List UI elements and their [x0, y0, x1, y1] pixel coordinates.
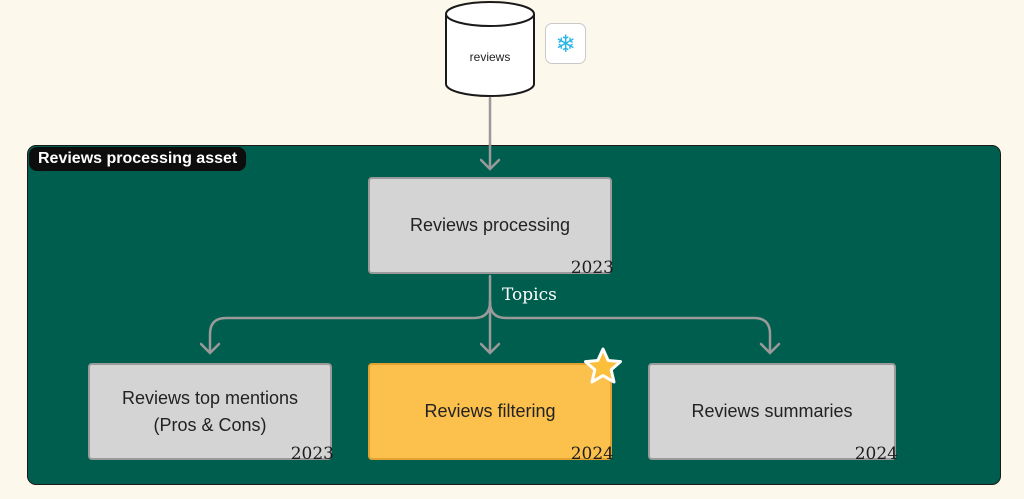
- node-reviews-processing[interactable]: Reviews processing 2023: [368, 177, 614, 278]
- node-year: 2023: [570, 258, 614, 278]
- star-icon: [584, 347, 622, 384]
- database-label: reviews: [469, 50, 511, 64]
- node-label: Reviews summaries: [691, 401, 853, 421]
- database-icon: [445, 1, 535, 97]
- node-year: 2023: [290, 444, 334, 464]
- asset-title: Reviews processing asset: [29, 147, 247, 171]
- node-reviews-filtering[interactable]: Reviews filtering 2024: [368, 363, 614, 464]
- node-year: 2024: [854, 444, 898, 464]
- node-label-line1: Reviews top mentions: [121, 387, 299, 408]
- node-label: Reviews filtering: [424, 401, 556, 421]
- node-label: Reviews top mentions (Pros & Cons): [122, 385, 298, 439]
- node-reviews-summaries[interactable]: Reviews summaries 2024: [648, 363, 898, 464]
- connector-lines: [199, 142, 781, 355]
- node-label-line2: (Pros & Cons): [153, 414, 267, 435]
- edge-label-topics: Topics: [502, 285, 557, 305]
- node-reviews-top-mentions[interactable]: Reviews top mentions (Pros & Cons) 2023: [88, 363, 334, 464]
- node-label: Reviews processing: [409, 215, 571, 235]
- node-year: 2024: [570, 444, 614, 464]
- snowflake-icon: ❄: [545, 23, 586, 64]
